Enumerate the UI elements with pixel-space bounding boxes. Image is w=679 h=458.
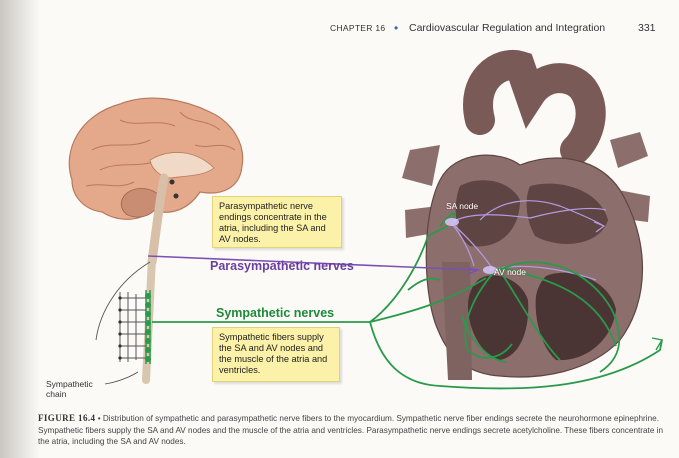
figure-number: FIGURE 16.4 [38, 413, 95, 423]
av-node-label: AV node [494, 267, 526, 277]
sympathetic-chain-label: Sympathetic chain [46, 379, 106, 399]
sa-node-marker [445, 218, 459, 226]
figure-caption: FIGURE 16.4 • Distribution of sympatheti… [38, 413, 674, 448]
sa-node-label: SA node [446, 201, 478, 211]
sympathetic-nerves-label: Sympathetic nerves [216, 306, 334, 320]
parasympathetic-callout: Parasympathetic nerve endings concentrat… [212, 196, 342, 248]
sympathetic-callout: Sympathetic fibers supply the SA and AV … [212, 327, 340, 382]
caption-text: Distribution of sympathetic and parasymp… [38, 414, 663, 446]
caption-bullet: • [98, 414, 101, 423]
heart-illustration [402, 65, 650, 380]
parasympathetic-nerves-label: Parasympathetic nerves [210, 259, 354, 273]
